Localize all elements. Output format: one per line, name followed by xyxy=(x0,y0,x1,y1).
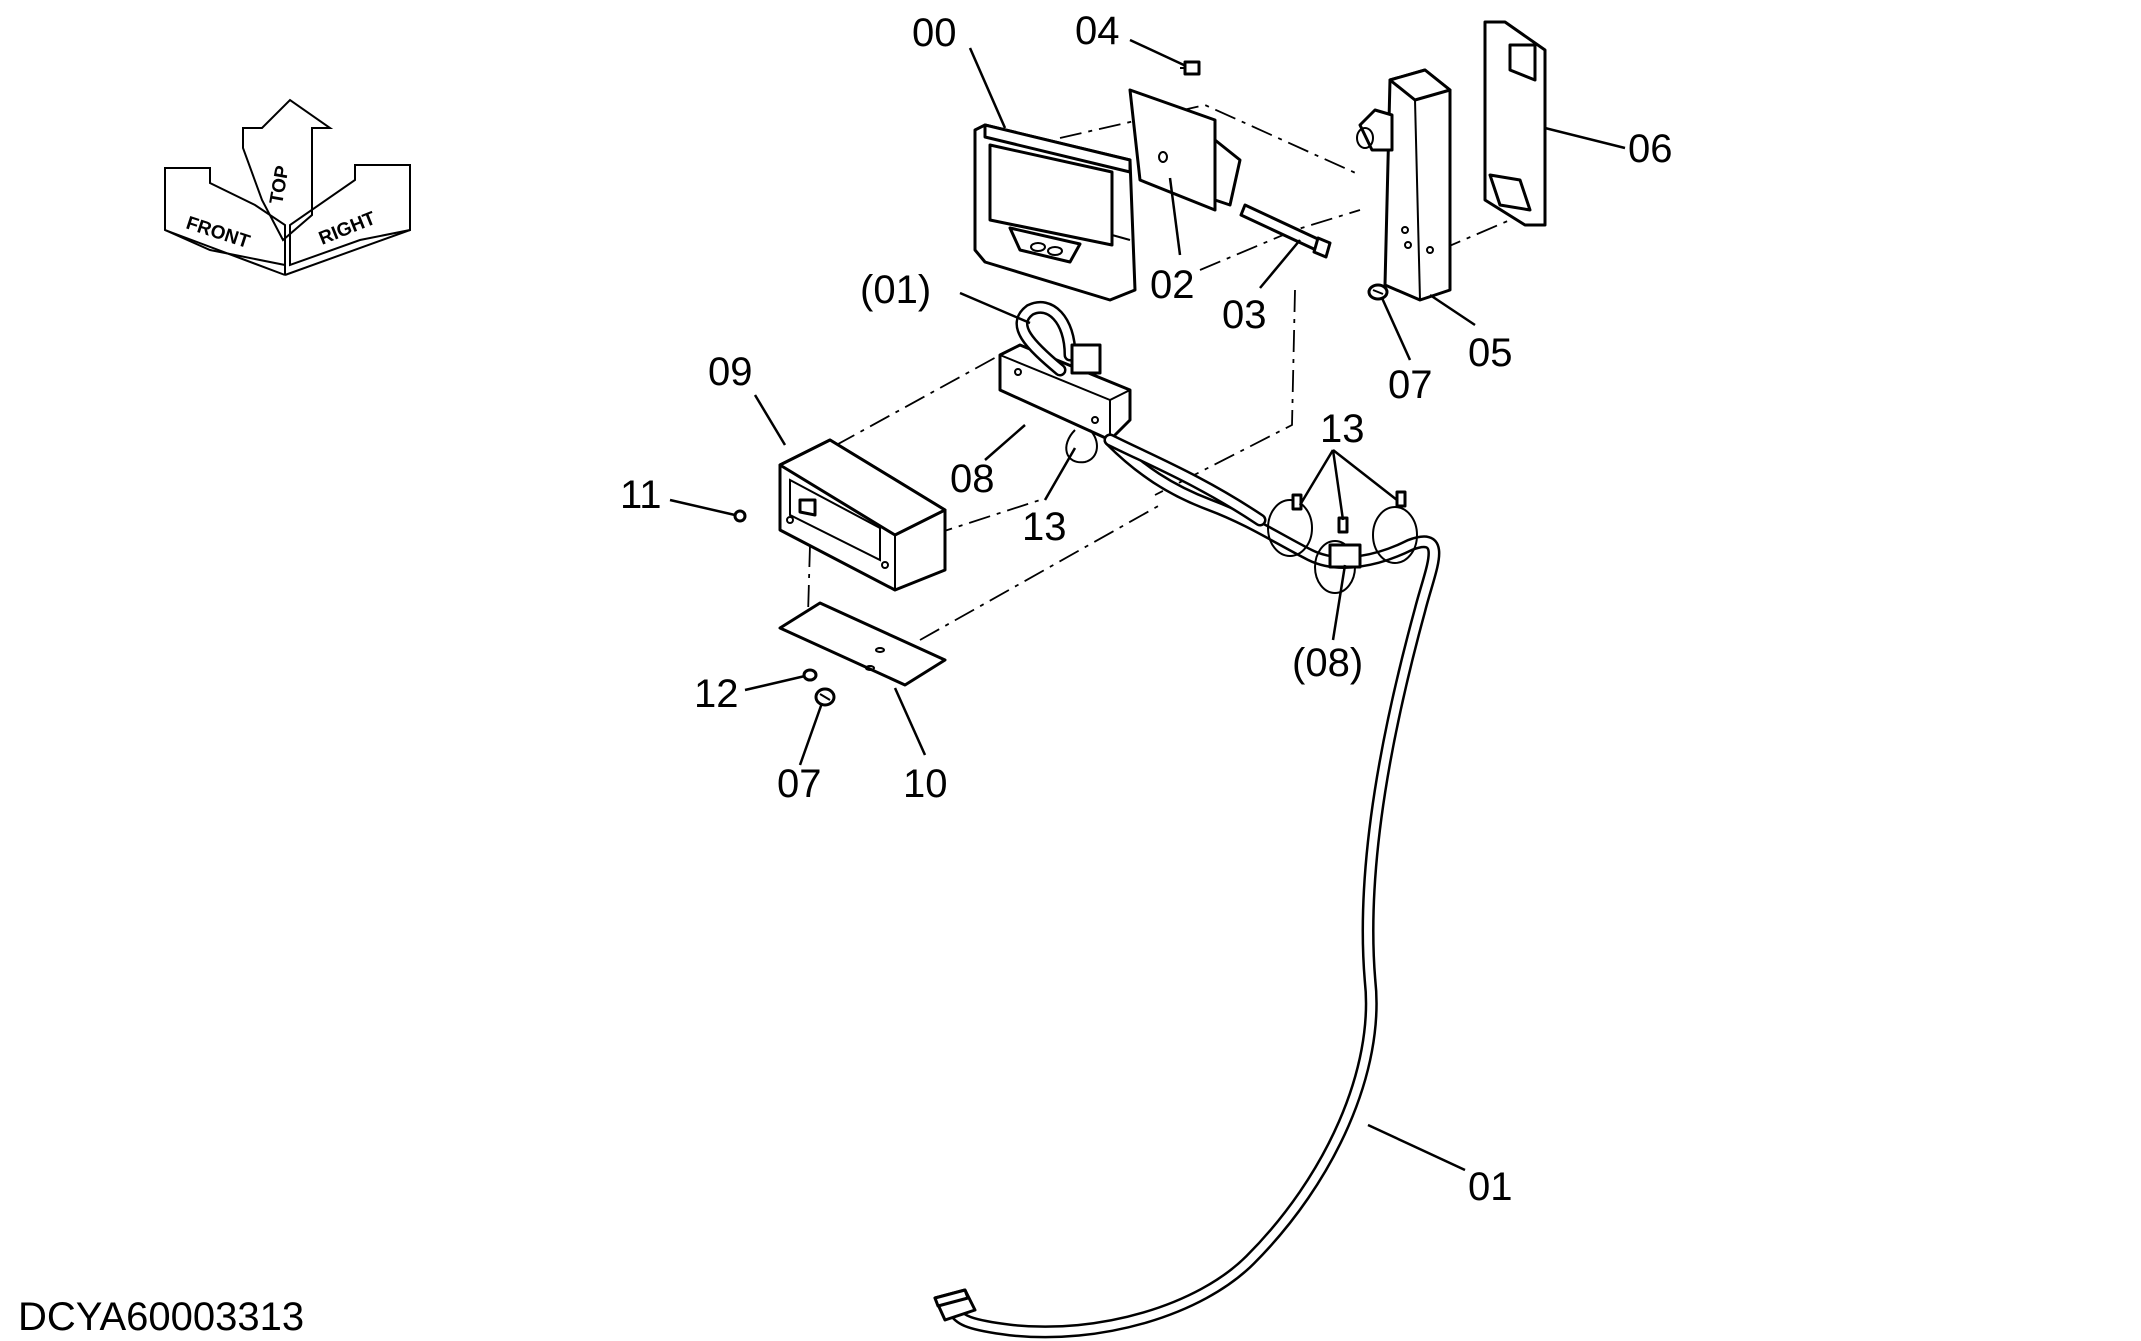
plate-part-10 xyxy=(778,601,947,687)
leader-02 xyxy=(1168,177,1182,256)
callout-08-paren: (08) xyxy=(1292,641,1363,685)
leader-12 xyxy=(744,674,806,692)
drawing-id: DCYA60003313 xyxy=(18,1295,304,1339)
orientation-indicator: FRONT TOP RIGHT xyxy=(164,98,411,276)
leader-01p xyxy=(959,291,1031,325)
leader-07b xyxy=(798,702,824,766)
harness-cable-part-01 xyxy=(933,433,1441,1339)
cover-part-09 xyxy=(778,438,947,592)
callout-04: 04 xyxy=(1075,9,1120,53)
callout-07-lower: 07 xyxy=(777,762,822,806)
leader-00 xyxy=(968,47,1007,129)
callout-06: 06 xyxy=(1628,127,1673,171)
bracket-part-02 xyxy=(1128,88,1242,212)
bracket-part-05 xyxy=(1356,68,1452,302)
callout-13-lower: 13 xyxy=(1022,505,1067,549)
pad-part-06 xyxy=(1483,20,1547,227)
right-label: RIGHT xyxy=(316,208,379,250)
leader-05 xyxy=(1429,293,1476,327)
leader-10 xyxy=(893,687,927,756)
leader-04 xyxy=(1129,38,1187,68)
top-label: TOP xyxy=(266,164,293,206)
callout-01: 01 xyxy=(1468,1165,1513,1209)
callout-01-paren: (01) xyxy=(860,268,931,312)
leader-13b-1 xyxy=(1298,449,1335,506)
bolt-part-03 xyxy=(1239,203,1332,259)
leader-09 xyxy=(753,394,787,446)
leader-08 xyxy=(984,424,1026,461)
leader-11 xyxy=(669,498,736,517)
screw-part-11 xyxy=(733,509,747,523)
callout-08: 08 xyxy=(950,457,995,501)
callout-labels: 00 04 06 (01) 02 03 05 07 09 13 11 08 13… xyxy=(620,9,1673,1209)
callout-12: 12 xyxy=(694,672,739,716)
leader-13a xyxy=(1043,447,1077,501)
leader-lines xyxy=(669,38,1626,1172)
callout-11: 11 xyxy=(620,473,662,517)
leader-03 xyxy=(1259,239,1301,289)
front-arrow-shape xyxy=(164,167,286,267)
monitor-part-00 xyxy=(973,123,1137,302)
control-unit-part-08 xyxy=(998,300,1132,464)
callout-09: 09 xyxy=(708,350,753,394)
callout-13-upper: 13 xyxy=(1320,407,1365,451)
screw-part-07-lower xyxy=(814,687,836,707)
leader-13b-3 xyxy=(1332,449,1398,501)
top-arrow-shape xyxy=(242,98,334,242)
screw-part-12 xyxy=(802,668,818,682)
callout-05: 05 xyxy=(1468,331,1513,375)
leader-08p xyxy=(1331,564,1347,641)
callout-10: 10 xyxy=(903,762,948,806)
right-arrow-shape xyxy=(289,164,411,267)
callout-02: 02 xyxy=(1150,263,1195,307)
screw-part-04 xyxy=(1180,60,1201,76)
screw-part-07-upper xyxy=(1367,283,1389,301)
callout-00: 00 xyxy=(912,11,957,55)
leader-06 xyxy=(1544,126,1626,150)
callout-07-upper: 07 xyxy=(1388,363,1433,407)
leader-13b-2 xyxy=(1331,449,1345,521)
front-label: FRONT xyxy=(183,213,252,253)
leader-07a xyxy=(1380,297,1412,361)
callout-03: 03 xyxy=(1222,293,1267,337)
leader-01 xyxy=(1367,1123,1466,1172)
